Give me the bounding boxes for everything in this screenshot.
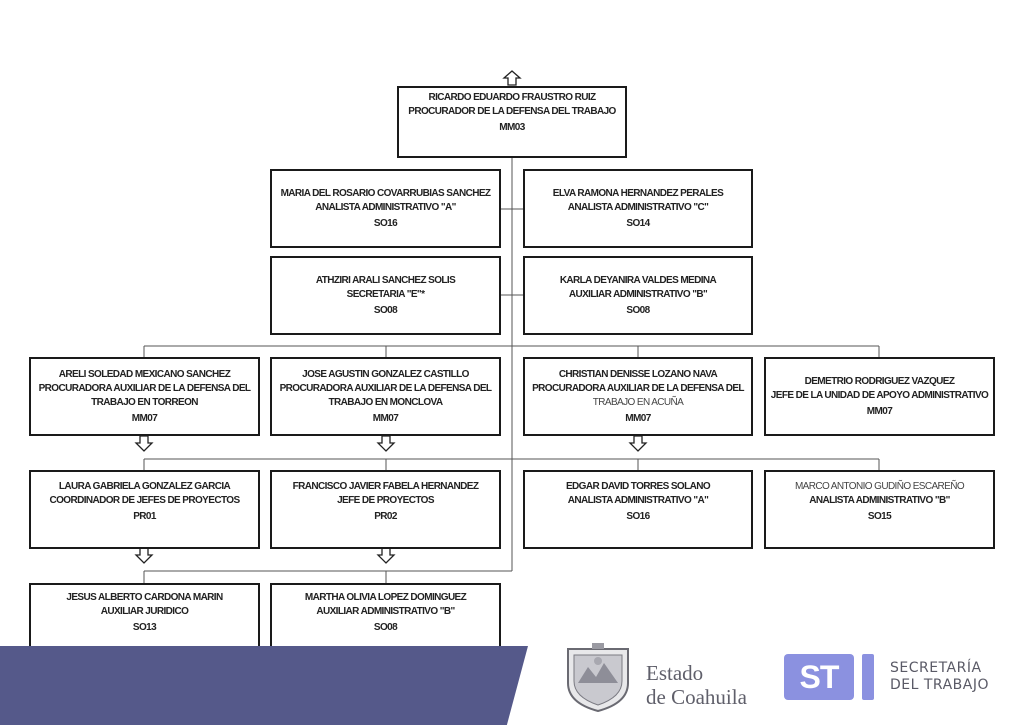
node-code: MM07	[131, 412, 158, 424]
node-title: ANALISTA ADMINISTRATIVO "C"	[567, 201, 709, 213]
node-title: AUXILIAR ADMINISTRATIVO "B"	[568, 288, 708, 300]
node-title: AUXILIAR JURIDICO	[100, 606, 189, 617]
org-node-head[interactable]: RICARDO EDUARDO FRAUSTRO RUIZ PROCURADOR…	[397, 86, 627, 158]
node-code: SO08	[373, 622, 398, 633]
node-name: LAURA GABRIELA GONZALEZ GARCIA	[58, 481, 231, 492]
node-code: SO16	[626, 511, 650, 522]
node-code: SO08	[373, 304, 398, 316]
node-title: JEFE DE LA UNIDAD DE APOYO ADMINISTRATIV…	[770, 389, 989, 401]
org-node-staff[interactable]: MARIA DEL ROSARIO COVARRUBIAS SANCHEZ AN…	[270, 169, 501, 248]
node-title: PROCURADORA AUXILIAR DE LA DEFENSA DEL	[532, 382, 744, 394]
down-arrow-icon	[628, 435, 648, 452]
node-title: ANALISTA ADMINISTRATIVO "B"	[809, 495, 950, 506]
node-code: SO14	[626, 217, 650, 229]
node-title-line2: TRABAJO EN TORREON	[91, 396, 198, 408]
org-node-unit[interactable]: ARELI SOLEDAD MEXICANO SANCHEZ PROCURADO…	[29, 357, 260, 436]
secretaria-trabajo-logo: ST SECRETARÍA DEL TRABAJO	[784, 652, 1004, 704]
node-name: KARLA DEYANIRA VALDES MEDINA	[559, 274, 717, 286]
node-code: PR01	[133, 511, 156, 522]
org-node-staff[interactable]: ELVA RAMONA HERNANDEZ PERALES ANALISTA A…	[523, 169, 753, 248]
node-name: ARELI SOLEDAD MEXICANO SANCHEZ	[58, 368, 231, 380]
node-title: PROCURADORA AUXILIAR DE LA DEFENSA DEL	[38, 382, 251, 394]
org-node-staff[interactable]: ATHZIRI ARALI SANCHEZ SOLIS SECRETARIA "…	[270, 256, 501, 335]
node-name: MARTHA OLIVIA LOPEZ DOMINGUEZ	[304, 592, 467, 603]
node-code: MM03	[499, 122, 525, 133]
st-wordmark: SECRETARÍA DEL TRABAJO	[890, 660, 989, 693]
node-name: MARCO ANTONIO GUDIÑO ESCAREÑO	[794, 481, 965, 492]
org-node-level3[interactable]: MARCO ANTONIO GUDIÑO ESCAREÑO ANALISTA A…	[764, 470, 995, 549]
node-title: PROCURADOR DE LA DEFENSA DEL TRABAJO	[408, 106, 616, 117]
node-code: SO16	[373, 217, 398, 229]
node-code: MM07	[372, 412, 399, 424]
org-node-level3[interactable]: LAURA GABRIELA GONZALEZ GARCIA COORDINAD…	[29, 470, 260, 549]
st-badge: ST	[784, 654, 854, 700]
node-title: COORDINADOR DE JEFES DE PROYECTOS	[49, 495, 240, 506]
node-name: RICARDO EDUARDO FRAUSTRO RUIZ	[428, 92, 596, 103]
node-code: SO08	[626, 304, 650, 316]
node-code: SO13	[132, 622, 157, 633]
node-title: AUXILIAR ADMINISTRATIVO "B"	[316, 606, 455, 617]
node-name: JOSE AGUSTIN GONZALEZ CASTILLO	[302, 368, 469, 380]
node-code: MM07	[866, 405, 893, 417]
org-node-unit[interactable]: DEMETRIO RODRIGUEZ VAZQUEZ JEFE DE LA UN…	[764, 357, 995, 436]
node-name: ELVA RAMONA HERNANDEZ PERALES	[552, 187, 724, 199]
down-arrow-icon	[376, 435, 396, 452]
coahuila-wordmark: Estado de Coahuila	[646, 661, 747, 709]
org-node-level3[interactable]: FRANCISCO JAVIER FABELA HERNANDEZ JEFE D…	[270, 470, 501, 549]
org-node-unit[interactable]: CHRISTIAN DENISSE LOZANO NAVA PROCURADOR…	[523, 357, 753, 436]
node-code: PR02	[374, 511, 397, 522]
node-title: ANALISTA ADMINISTRATIVO "A"	[567, 495, 709, 506]
node-name: FRANCISCO JAVIER FABELA HERNANDEZ	[292, 481, 479, 492]
org-node-unit[interactable]: JOSE AGUSTIN GONZALEZ CASTILLO PROCURADO…	[270, 357, 501, 436]
node-title-line2: TRABAJO EN MONCLOVA	[328, 396, 444, 408]
down-arrow-icon	[134, 547, 154, 564]
down-arrow-icon	[376, 547, 396, 564]
st-bar	[862, 654, 874, 700]
up-arrow-icon	[502, 70, 522, 86]
node-name: MARIA DEL ROSARIO COVARRUBIAS SANCHEZ	[280, 187, 491, 199]
org-node-staff[interactable]: KARLA DEYANIRA VALDES MEDINA AUXILIAR AD…	[523, 256, 753, 335]
node-name: CHRISTIAN DENISSE LOZANO NAVA	[558, 368, 718, 380]
node-title: JEFE DE PROYECTOS	[337, 495, 434, 506]
coahuila-logo: Estado de Coahuila	[562, 643, 762, 713]
node-name: EDGAR DAVID TORRES SOLANO	[565, 481, 711, 492]
node-code: MM07	[625, 412, 651, 424]
node-code: SO15	[867, 511, 892, 522]
node-name: DEMETRIO RODRIGUEZ VAZQUEZ	[804, 375, 955, 387]
node-title: ANALISTA ADMINISTRATIVO "A"	[315, 201, 456, 213]
node-title-line2: TRABAJO EN ACUÑA	[592, 396, 684, 408]
footer-band	[0, 646, 528, 725]
down-arrow-icon	[134, 435, 154, 452]
node-title: PROCURADORA AUXILIAR DE LA DEFENSA DEL	[279, 382, 492, 394]
node-title: SECRETARIA "E"*	[346, 288, 425, 300]
node-name: ATHZIRI ARALI SANCHEZ SOLIS	[315, 274, 456, 286]
state-seal-icon	[567, 643, 629, 713]
node-name: JESUS ALBERTO CARDONA MARIN	[66, 592, 223, 603]
org-node-level3[interactable]: EDGAR DAVID TORRES SOLANO ANALISTA ADMIN…	[523, 470, 753, 549]
